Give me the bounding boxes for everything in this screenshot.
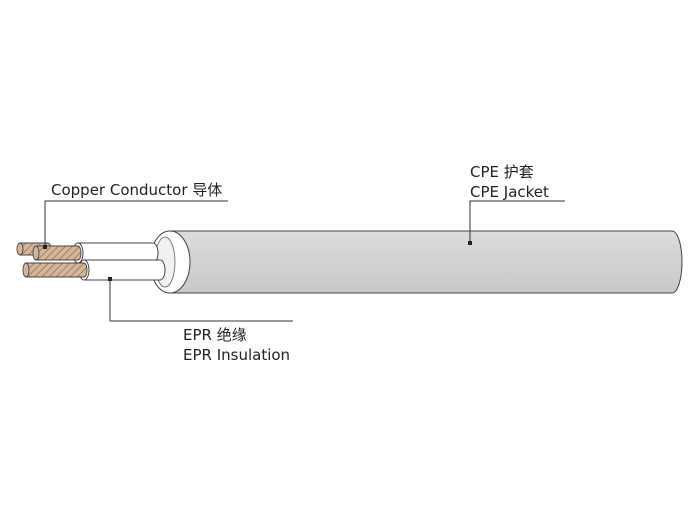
conductor-leader-dot [43, 245, 47, 249]
epr-insulation [72, 242, 166, 281]
copper-conductor [16, 242, 88, 278]
conductor-lower [25, 262, 88, 278]
cpe-jacket [149, 230, 683, 294]
jacket-leader-dot [468, 241, 472, 245]
core-bottom-insulation [83, 259, 166, 281]
insulation-leader [109, 279, 293, 322]
leader-dots [43, 241, 472, 281]
jacket-label-en: CPE Jacket [470, 183, 549, 201]
jacket-label-cn: CPE 护套 [470, 163, 534, 181]
leader-lines [44, 200, 565, 322]
conductor-label: Copper Conductor 导体 [51, 181, 223, 199]
conductor-upper-right [35, 245, 82, 261]
insulation-label-en: EPR Insulation [183, 346, 291, 364]
jacket-body [169, 230, 683, 294]
insulation-label-cn: EPR 绝缘 [183, 326, 247, 344]
insulation-leader-dot [108, 277, 112, 281]
jacket-leader [469, 200, 565, 243]
conductor-leader [44, 200, 228, 247]
